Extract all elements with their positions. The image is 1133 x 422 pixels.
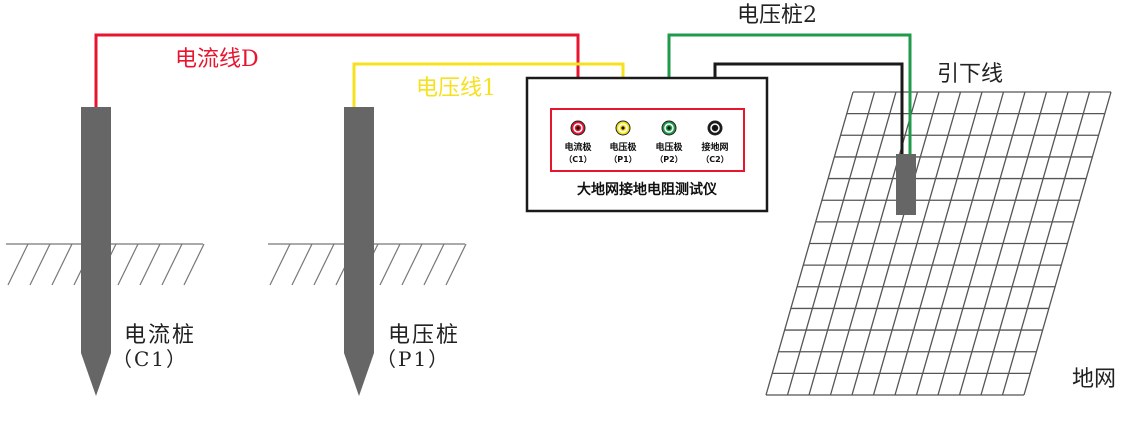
ground-hatch-mark	[117, 243, 139, 286]
terminal-jack-center	[621, 126, 625, 130]
terminal-jack-center	[576, 126, 580, 130]
grid-line-vertical	[851, 91, 940, 396]
ground-hatch-mark	[423, 243, 445, 286]
terminal-jack-center	[713, 126, 717, 130]
grid-line-vertical	[765, 91, 854, 396]
ground-hatch-mark	[313, 243, 335, 286]
terminal-name: 电压极	[655, 141, 683, 153]
grid-line-vertical	[786, 91, 876, 396]
ground-surface-p1	[268, 243, 467, 286]
ground-hatch-mark	[51, 243, 73, 286]
terminal-code: （P1）	[609, 154, 636, 164]
voltage-stake-2-label: 电压桩2	[737, 3, 817, 28]
terminal-jack-ring	[618, 123, 628, 133]
terminal-code: （C2）	[701, 154, 728, 164]
ground-hatch-mark	[445, 243, 467, 286]
down-lead-label: 引下线	[937, 62, 1003, 87]
ground-hatch-mark	[7, 243, 29, 286]
current-stake-code: （C1）	[112, 347, 188, 371]
current-wire-label: 电流线D	[175, 47, 259, 72]
ground-grid-label: 地网	[1072, 367, 1116, 392]
voltage-stake-name: 电压桩	[388, 323, 460, 348]
grid-line-vertical	[1001, 91, 1091, 396]
grid-line-vertical	[1023, 91, 1112, 396]
terminal-code: （C1）	[564, 154, 591, 164]
ground-grid	[765, 91, 1112, 396]
terminal-jack-ring	[573, 123, 583, 133]
grid-line-vertical	[872, 91, 962, 396]
ground-hatch-mark	[161, 243, 183, 286]
grid-line-vertical	[808, 91, 897, 396]
grid-line-vertical	[958, 91, 1048, 396]
ground-hatch-mark	[269, 243, 291, 286]
terminal-jack-ring	[664, 123, 674, 133]
grid-line-vertical	[937, 91, 1026, 396]
terminal-group: 电流极（C1）电压极（P1）电压极（P2）接地网（C2）	[564, 120, 729, 164]
current-wire	[94, 33, 580, 128]
ground-hatch-mark	[291, 243, 313, 286]
grid-line-vertical	[980, 91, 1069, 396]
terminal-jack-ring	[710, 123, 720, 133]
terminal-panel	[550, 108, 745, 172]
terminal-2: 电压极（P2）	[655, 120, 683, 164]
terminal-jack-center	[667, 126, 671, 130]
current-stake-name: 电流桩	[124, 323, 196, 348]
grid-line-vertical	[915, 91, 1005, 396]
terminal-name: 接地网	[701, 141, 728, 153]
ground-hatch-mark	[379, 243, 401, 286]
voltage-stake	[344, 107, 374, 396]
voltage-wire-1-label: 电压线1	[416, 76, 496, 101]
ground-hatch-mark	[401, 243, 423, 286]
terminal-3: 接地网（C2）	[701, 120, 729, 164]
terminal-name: 电压极	[609, 141, 637, 153]
grid-line-vertical	[894, 91, 983, 396]
ground-hatch-mark	[139, 243, 161, 286]
current-stake	[81, 107, 111, 396]
instrument-title: 大地网接地电阻测试仪	[577, 181, 718, 198]
grid-down-lead-stake	[896, 154, 916, 215]
terminal-name: 电流极	[564, 141, 592, 153]
terminal-1: 电压极（P1）	[609, 120, 637, 164]
ground-hatch-mark	[29, 243, 51, 286]
terminal-0: 电流极（C1）	[564, 120, 592, 164]
ground-hatch-mark	[183, 243, 205, 286]
terminal-code: （P2）	[655, 154, 682, 164]
voltage-stake-code: （P1）	[376, 347, 450, 371]
